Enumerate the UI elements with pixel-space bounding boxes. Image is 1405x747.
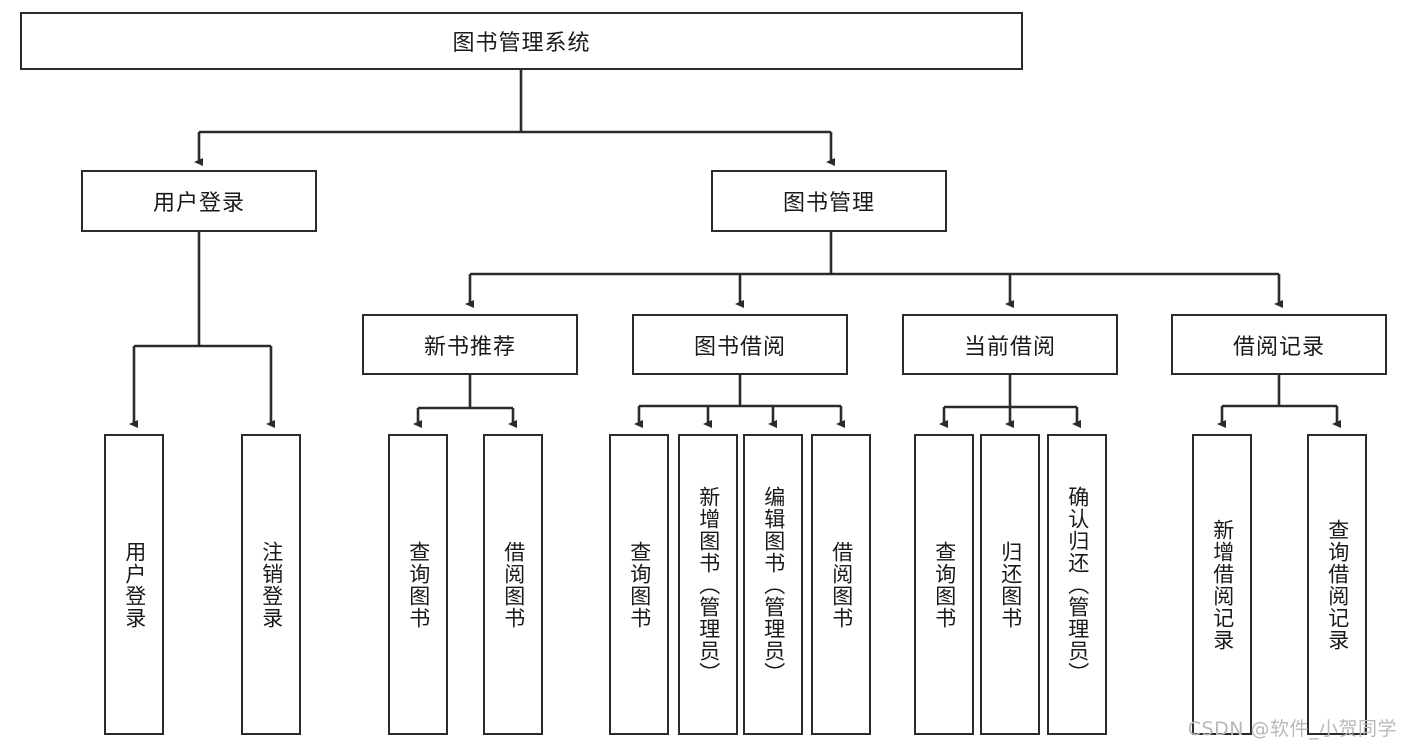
node-root-book-management-system[interactable]: 图书管理系统 [20, 12, 1023, 70]
leaf-borrow-edit-book-admin[interactable]: 编辑图书（管理员） [743, 434, 803, 735]
node-label: 新增图书（管理员） [696, 485, 721, 684]
node-label: 归还图书 [998, 540, 1023, 629]
leaf-user-logout[interactable]: 注销登录 [241, 434, 301, 735]
node-label: 借阅记录 [1232, 334, 1325, 360]
leaf-borrow-add-book-admin[interactable]: 新增图书（管理员） [678, 434, 738, 735]
leaf-recommend-query-book[interactable]: 查询图书 [388, 434, 448, 735]
node-label: 用户登录 [122, 540, 147, 629]
node-label: 图书借阅 [693, 334, 786, 360]
node-current-borrow[interactable]: 当前借阅 [902, 314, 1118, 375]
node-label: 查询借阅记录 [1325, 518, 1350, 651]
leaf-current-return-book[interactable]: 归还图书 [980, 434, 1040, 735]
node-label: 查询图书 [627, 540, 652, 629]
node-label: 图书管理 [782, 191, 875, 216]
node-label: 用户登录 [152, 191, 245, 216]
leaf-current-query-book[interactable]: 查询图书 [914, 434, 974, 735]
leaf-current-confirm-return-admin[interactable]: 确认归还（管理员） [1047, 434, 1107, 735]
node-label: 图书管理系统 [452, 31, 591, 56]
leaf-user-login[interactable]: 用户登录 [104, 434, 164, 735]
watermark: CSDN @软件_小贺同学 [1187, 718, 1397, 740]
node-book-borrow[interactable]: 图书借阅 [632, 314, 848, 375]
node-label: 编辑图书（管理员） [761, 485, 786, 684]
node-label: 查询图书 [932, 540, 957, 629]
node-label: 注销登录 [259, 540, 284, 629]
node-book-management[interactable]: 图书管理 [711, 170, 947, 232]
node-label: 新书推荐 [423, 334, 516, 360]
node-label: 查询图书 [406, 540, 431, 629]
node-borrow-record[interactable]: 借阅记录 [1171, 314, 1387, 375]
node-label: 借阅图书 [829, 540, 854, 629]
leaf-record-query-borrow-record[interactable]: 查询借阅记录 [1307, 434, 1367, 735]
node-label: 确认归还（管理员） [1065, 485, 1090, 684]
node-label: 借阅图书 [501, 540, 526, 629]
leaf-record-add-borrow-record[interactable]: 新增借阅记录 [1192, 434, 1252, 735]
leaf-borrow-borrow-book[interactable]: 借阅图书 [811, 434, 871, 735]
node-user-login[interactable]: 用户登录 [81, 170, 317, 232]
leaf-recommend-borrow-book[interactable]: 借阅图书 [483, 434, 543, 735]
node-label: 新增借阅记录 [1210, 518, 1235, 651]
leaf-borrow-query-book[interactable]: 查询图书 [609, 434, 669, 735]
node-label: 当前借阅 [963, 334, 1056, 360]
node-new-book-recommend[interactable]: 新书推荐 [362, 314, 578, 375]
